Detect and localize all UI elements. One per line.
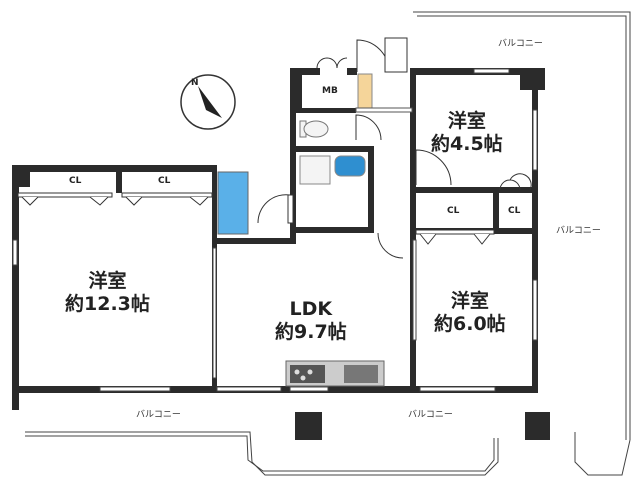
- room-western-6-0: 洋室約6.0帖: [434, 290, 506, 336]
- closet-label: CL: [158, 176, 171, 186]
- closet-label: CL: [69, 176, 82, 186]
- room-size: 約9.7帖: [275, 321, 347, 343]
- door-swings: [257, 37, 532, 259]
- balcony-label: バルコニー: [498, 39, 543, 49]
- step: [355, 107, 413, 113]
- windows: [12, 68, 538, 392]
- closet-doors: [17, 192, 495, 245]
- balcony-label: バルコニー: [136, 410, 181, 420]
- room-size: 約12.3帖: [65, 293, 150, 315]
- closet-label: CL: [508, 206, 521, 216]
- room-name: 洋室: [450, 290, 489, 312]
- room-size: 約6.0帖: [434, 313, 506, 335]
- compass-north-label: N: [191, 78, 199, 88]
- balcony-label: バルコニー: [556, 226, 601, 236]
- sink-icon: [334, 155, 366, 177]
- room-name: 洋室: [447, 110, 486, 132]
- balcony-outline: [25, 11, 631, 476]
- room-name: LDK: [289, 298, 333, 320]
- room-western-4-5: 洋室約4.5帖: [431, 110, 503, 156]
- room-name: 洋室: [88, 270, 127, 292]
- washbasin-icon: [299, 155, 331, 185]
- meter-box-label: MB: [322, 86, 338, 96]
- room-western-12-3: 洋室約12.3帖: [65, 270, 150, 316]
- kitchen-icon: [285, 360, 385, 387]
- shoe-cabinet: [357, 73, 373, 109]
- balcony-label: バルコニー: [408, 410, 453, 420]
- toilet-icon: [299, 120, 329, 138]
- closet-label: CL: [447, 206, 460, 216]
- room-size: 約4.5帖: [431, 133, 503, 155]
- compass-icon: [180, 74, 236, 130]
- bathtub-icon: [217, 171, 249, 235]
